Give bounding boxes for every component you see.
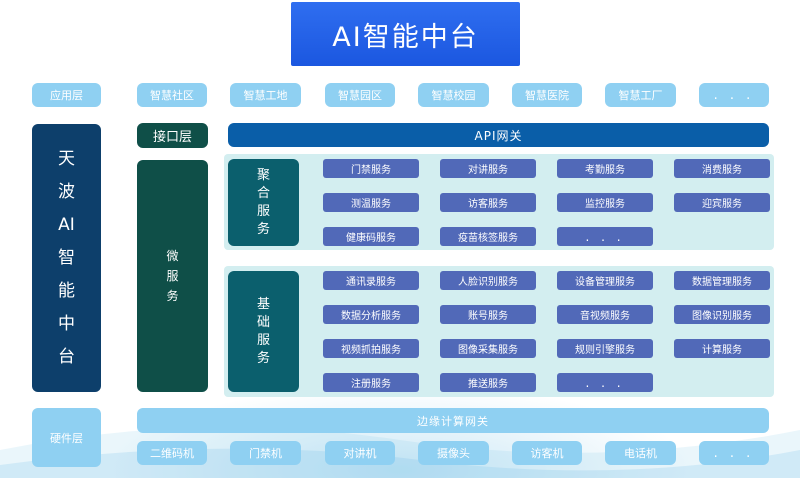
platform-char: 智 bbox=[58, 247, 75, 268]
page-title: AI智能中台 bbox=[291, 2, 520, 66]
basic-services-label: 基 础 服 务 bbox=[228, 271, 299, 392]
platform-char: AI bbox=[58, 214, 75, 235]
service-device-management: 设备管理服务 bbox=[557, 271, 653, 290]
service-video-capture: 视频抓拍服务 bbox=[323, 339, 419, 358]
microservice-char: 微 bbox=[166, 249, 179, 263]
platform-char: 中 bbox=[58, 313, 75, 334]
service-account: 账号服务 bbox=[440, 305, 536, 324]
aggregate-services-label: 聚 合 服 务 bbox=[228, 159, 299, 246]
app-item-smart-construction: 智慧工地 bbox=[230, 83, 301, 107]
service-face-recognition: 人脸识别服务 bbox=[440, 271, 536, 290]
service-more: . . . bbox=[557, 227, 653, 246]
service-temperature: 测温服务 bbox=[323, 193, 419, 212]
device-more: . . . bbox=[699, 441, 769, 465]
platform-char: 能 bbox=[58, 280, 75, 301]
api-gateway-bar: API网关 bbox=[228, 123, 769, 147]
aggregate-char: 服 bbox=[256, 203, 270, 219]
service-registration: 注册服务 bbox=[323, 373, 419, 392]
service-attendance: 考勤服务 bbox=[557, 159, 653, 178]
device-access-control-machine: 门禁机 bbox=[230, 441, 301, 465]
service-consumption: 消费服务 bbox=[674, 159, 770, 178]
aggregate-char: 合 bbox=[256, 185, 270, 201]
edge-computing-gateway-bar: 边缘计算网关 bbox=[137, 408, 769, 433]
basic-char: 础 bbox=[256, 314, 270, 330]
platform-char: 台 bbox=[58, 346, 75, 367]
service-image-collection: 图像采集服务 bbox=[440, 339, 536, 358]
service-computing: 计算服务 bbox=[674, 339, 770, 358]
device-intercom: 对讲机 bbox=[325, 441, 395, 465]
device-visitor-machine: 访客机 bbox=[512, 441, 582, 465]
service-address-book: 通讯录服务 bbox=[323, 271, 419, 290]
basic-char: 务 bbox=[256, 350, 270, 366]
interface-layer-label: 接口层 bbox=[137, 123, 208, 148]
service-rule-engine: 规则引擎服务 bbox=[557, 339, 653, 358]
service-visitor: 访客服务 bbox=[440, 193, 536, 212]
aggregate-char: 聚 bbox=[256, 167, 270, 183]
device-qr-code-machine: 二维码机 bbox=[137, 441, 207, 465]
application-layer-label: 应用层 bbox=[32, 83, 101, 107]
app-item-smart-factory: 智慧工厂 bbox=[605, 83, 676, 107]
app-item-smart-community: 智慧社区 bbox=[137, 83, 207, 107]
service-intercom: 对讲服务 bbox=[440, 159, 536, 178]
basic-char: 基 bbox=[256, 296, 270, 312]
app-item-smart-park: 智慧园区 bbox=[325, 83, 395, 107]
device-camera: 摄像头 bbox=[418, 441, 489, 465]
service-monitoring: 监控服务 bbox=[557, 193, 653, 212]
microservice-column: 微 服 务 bbox=[137, 160, 208, 392]
service-more: . . . bbox=[557, 373, 653, 392]
app-item-smart-hospital: 智慧医院 bbox=[512, 83, 582, 107]
microservice-char: 务 bbox=[166, 289, 179, 303]
service-vaccine-check: 疫苗核签服务 bbox=[440, 227, 536, 246]
device-telephone: 电话机 bbox=[605, 441, 676, 465]
service-access-control: 门禁服务 bbox=[323, 159, 419, 178]
microservice-char: 服 bbox=[166, 269, 179, 283]
app-item-more: . . . bbox=[699, 83, 769, 107]
app-item-smart-campus: 智慧校园 bbox=[418, 83, 489, 107]
service-data-management: 数据管理服务 bbox=[674, 271, 770, 290]
platform-char: 天 bbox=[58, 148, 75, 169]
service-data-analysis: 数据分析服务 bbox=[323, 305, 419, 324]
hardware-layer-label: 硬件层 bbox=[32, 408, 101, 467]
service-audio-video: 音视频服务 bbox=[557, 305, 653, 324]
platform-column: 天 波 AI 智 能 中 台 bbox=[32, 124, 101, 392]
service-push: 推送服务 bbox=[440, 373, 536, 392]
service-health-code: 健康码服务 bbox=[323, 227, 419, 246]
basic-char: 服 bbox=[256, 332, 270, 348]
service-image-recognition: 图像识别服务 bbox=[674, 305, 770, 324]
aggregate-char: 务 bbox=[256, 221, 270, 237]
service-reception: 迎宾服务 bbox=[674, 193, 770, 212]
platform-char: 波 bbox=[58, 181, 75, 202]
